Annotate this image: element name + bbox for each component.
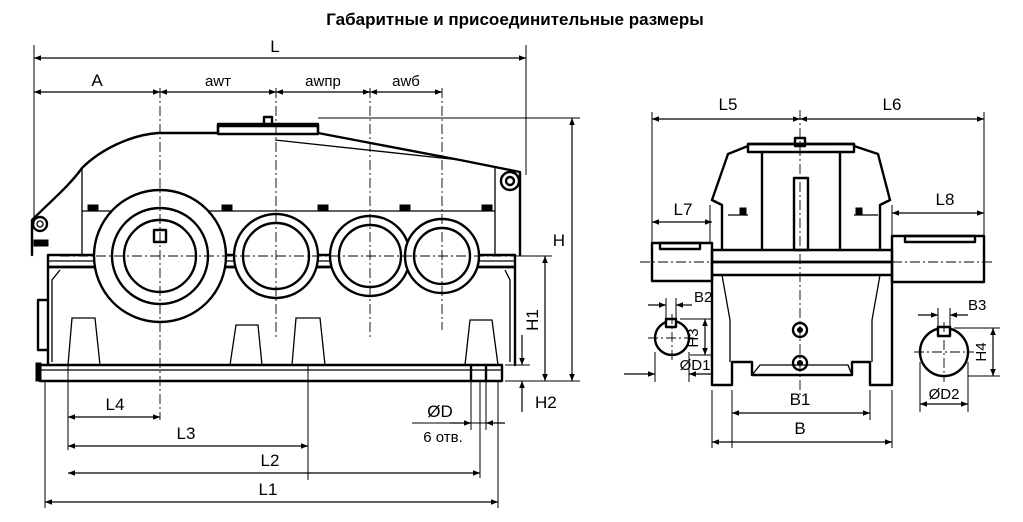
dim-B: B	[794, 419, 805, 438]
dim-B1: B1	[790, 390, 811, 409]
dim-L5: L5	[719, 95, 738, 114]
dim-H4: H4	[973, 342, 990, 361]
dim-L2: L2	[261, 451, 280, 470]
dim-H3: H3	[685, 328, 702, 347]
dim-H: H	[553, 231, 565, 250]
dim-L3: L3	[177, 424, 196, 443]
side-dimensions: L5 L6 L7 L8 B1 B	[651, 95, 985, 448]
dim-L6: L6	[883, 95, 902, 114]
dim-D2: ØD2	[929, 386, 960, 403]
dim-L8: L8	[936, 190, 955, 209]
dim-B2: B2	[694, 289, 712, 306]
front-lifting-lug-left	[31, 215, 49, 233]
dim-B3: B3	[968, 297, 986, 314]
dim-L4: L4	[106, 395, 125, 414]
front-lifting-lug-right	[499, 170, 521, 192]
side-view	[640, 110, 995, 395]
dim-D1: ØD1	[680, 357, 711, 374]
dim-awt: awт	[205, 73, 231, 90]
dim-L: L	[270, 37, 279, 56]
dim-L1: L1	[259, 480, 278, 499]
dim-L7: L7	[674, 200, 693, 219]
front-base-plate	[38, 363, 504, 383]
dim-holes: 6 отв.	[423, 429, 463, 446]
dim-awpr: awпр	[305, 73, 341, 90]
shaft-section-right: B3 H4 ØD2	[914, 297, 1000, 412]
side-center-slot	[792, 176, 810, 252]
dim-H1: H1	[523, 309, 542, 331]
front-view	[30, 88, 522, 420]
dim-H2: H2	[535, 393, 557, 412]
dim-A: A	[91, 71, 103, 90]
shaft-section-left: B2 H3 ØD1	[624, 289, 712, 382]
dim-D: ØD	[427, 402, 453, 421]
dim-awb: awб	[392, 73, 420, 90]
front-dimensions: L A awт awпр awб H H1 H2 L4 L3 L2 L1	[33, 37, 580, 508]
drawing-title: Габаритные и присоединительные размеры	[326, 10, 703, 29]
